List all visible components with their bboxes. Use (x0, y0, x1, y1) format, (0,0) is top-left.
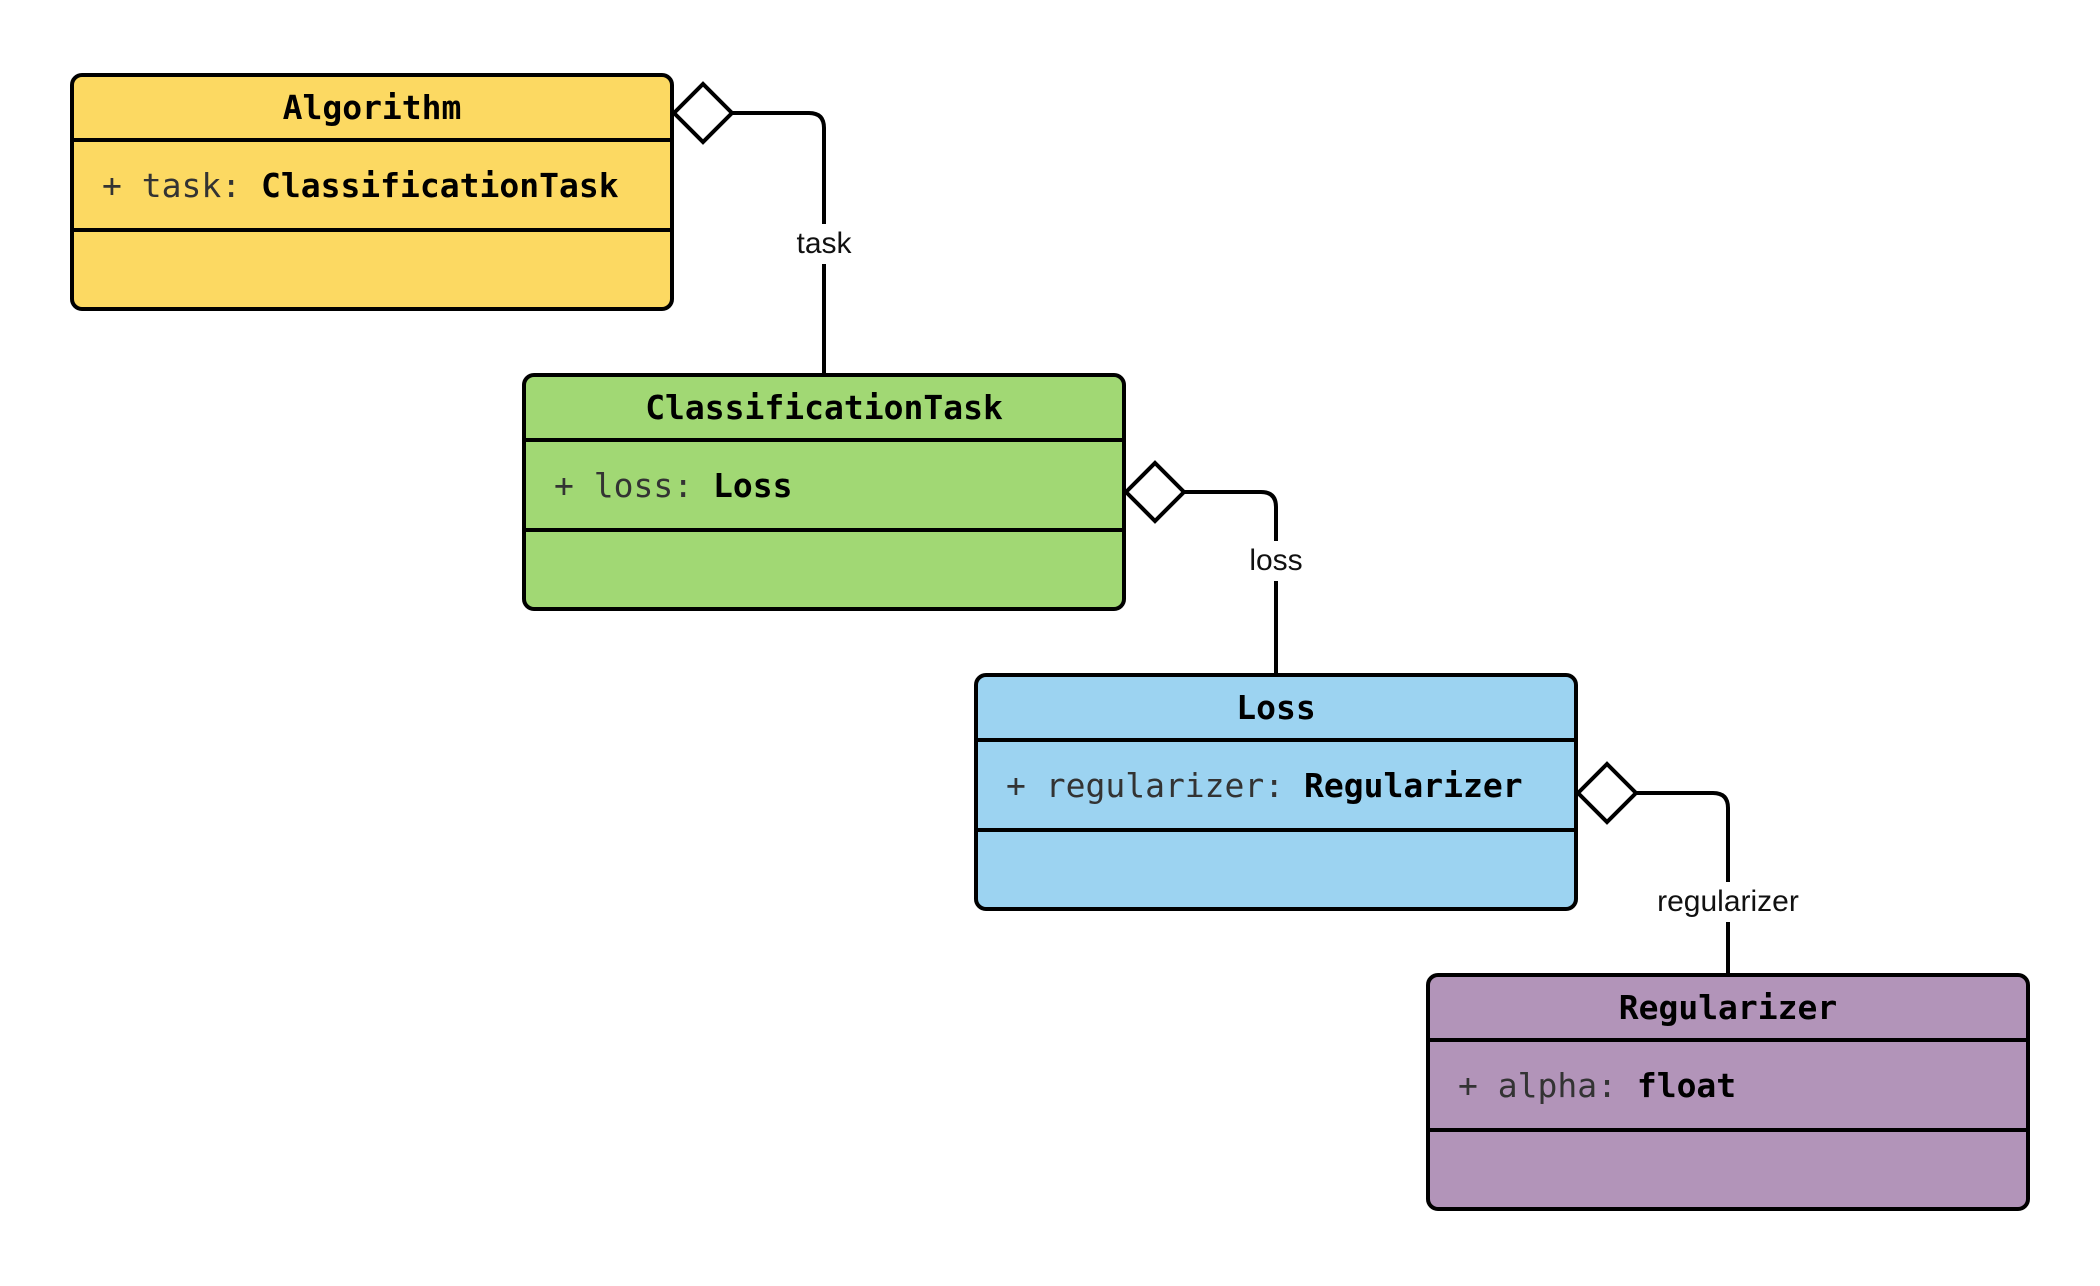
class-name-algorithm: Algorithm (74, 77, 670, 142)
member-name: loss (593, 465, 674, 505)
aggregation-diamond-icon (1575, 761, 1639, 825)
member-visibility: + (1006, 765, 1026, 805)
attributes-compartment: + regularizer: Regularizer (978, 742, 1574, 832)
attributes-compartment: + task: ClassificationTask (74, 142, 670, 232)
aggregation-edge-regularizer (1575, 761, 1730, 977)
methods-compartment (1430, 1132, 2026, 1203)
member-type: float (1636, 1065, 1737, 1105)
methods-compartment (526, 532, 1122, 603)
class-box-regularizer: Regularizer + alpha: float (1426, 973, 2030, 1211)
member-type: Loss (712, 465, 793, 505)
class-box-loss: Loss + regularizer: Regularizer (974, 673, 1578, 911)
aggregation-diamond-icon (1123, 460, 1187, 524)
edge-label-regularizer: regularizer (1649, 882, 1807, 922)
methods-compartment (978, 832, 1574, 903)
member-separator: : (221, 165, 261, 205)
member-visibility: + (554, 465, 574, 505)
member-name: alpha (1497, 1065, 1598, 1105)
class-box-classificationtask: ClassificationTask + loss: Loss (522, 373, 1126, 611)
aggregation-edge-task (671, 81, 826, 377)
class-name-loss: Loss (978, 677, 1574, 742)
attributes-compartment: + alpha: float (1430, 1042, 2026, 1132)
methods-compartment (74, 232, 670, 303)
class-name-regularizer: Regularizer (1430, 977, 2026, 1042)
edge-line-loss (1184, 490, 1278, 677)
edge-label-task: task (788, 224, 860, 264)
edge-label-loss: loss (1241, 541, 1311, 581)
attribute-row: + task: ClassificationTask (102, 166, 619, 205)
attribute-row: + alpha: float (1458, 1066, 1736, 1105)
edge-line-regularizer (1636, 791, 1730, 977)
member-type: Regularizer (1304, 765, 1523, 805)
member-separator: : (1597, 1065, 1637, 1105)
member-type: ClassificationTask (260, 165, 619, 205)
attribute-row: + regularizer: Regularizer (1006, 766, 1523, 805)
member-visibility: + (102, 165, 122, 205)
member-name: task (141, 165, 222, 205)
attribute-row: + loss: Loss (554, 466, 792, 505)
member-separator: : (1264, 765, 1305, 805)
member-separator: : (673, 465, 713, 505)
member-visibility: + (1458, 1065, 1478, 1105)
class-box-algorithm: Algorithm + task: ClassificationTask (70, 73, 674, 311)
class-name-classificationtask: ClassificationTask (526, 377, 1122, 442)
edge-line-task (732, 111, 826, 377)
aggregation-diamond-icon (671, 81, 735, 145)
member-name: regularizer (1045, 765, 1265, 805)
attributes-compartment: + loss: Loss (526, 442, 1122, 532)
aggregation-edge-loss (1123, 460, 1278, 677)
